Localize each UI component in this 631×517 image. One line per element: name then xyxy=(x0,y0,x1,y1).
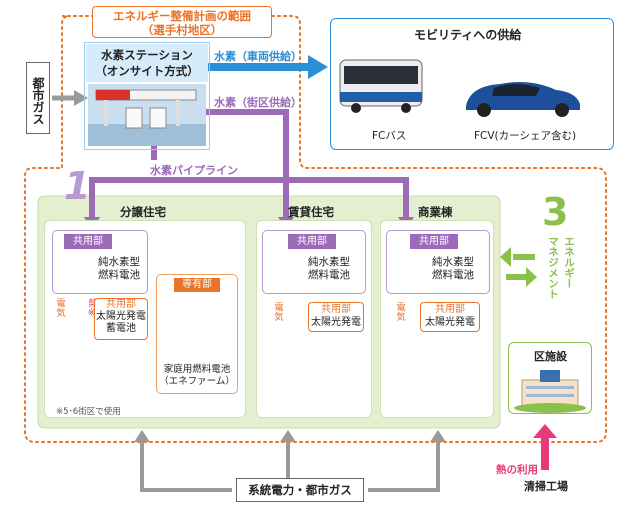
energy-management-line1: エネルギー xyxy=(563,236,575,289)
fuel-cell-line1: 純水素型 xyxy=(308,256,350,268)
rental-common-fuel-cell-box xyxy=(262,230,366,294)
plan-area-title: エネルギー整備計画の範囲 （選手村地区） xyxy=(92,6,272,38)
private-fuel-cell-line2: （エネファーム） xyxy=(159,376,235,387)
private-label: 専有部 xyxy=(174,278,220,292)
solar-label: 太陽光発電 xyxy=(311,317,361,328)
plan-area-boundary xyxy=(24,15,607,443)
hydrogen-station-title-line2: （オンサイト方式） xyxy=(95,64,199,78)
solar-label: 太陽光発電 xyxy=(96,311,146,322)
condo-title: 分譲住宅 xyxy=(120,205,166,219)
plan-area-title-line2: （選手村地区） xyxy=(141,23,223,37)
fuel-cell-text: 純水素型 燃料電池 xyxy=(308,256,350,282)
private-fuel-cell-line1: 家庭用燃料電池 xyxy=(163,364,231,375)
fuel-cell-line2: 燃料電池 xyxy=(432,269,474,281)
rental-solar-box: 共用部 太陽光発電 xyxy=(308,302,364,332)
hydrogen-station-illustration xyxy=(88,84,206,146)
fuel-cell-text: 純水素型 燃料電池 xyxy=(432,256,474,282)
hydrogen-station-box xyxy=(84,42,210,150)
fuel-cell-line1: 純水素型 xyxy=(432,256,474,268)
heat-note-label: 熱※ xyxy=(86,298,97,319)
fuel-cell-line2: 燃料電池 xyxy=(308,269,350,281)
district-facility-box xyxy=(508,342,592,414)
district-facility-label: 区施設 xyxy=(534,350,567,363)
fc-bus-illustration xyxy=(339,59,423,113)
grid-box: 系統電力・都市ガス xyxy=(236,478,364,502)
commercial-common-fuel-cell-box xyxy=(386,230,490,294)
number-3: 3 xyxy=(542,190,569,234)
fc-bus-label: FCバス xyxy=(372,130,407,142)
rental-title: 賃貸住宅 xyxy=(288,205,334,219)
solar-common-label: 共用部 xyxy=(435,304,465,315)
condo-solar-box: 共用部 太陽光発電 蓄電池 xyxy=(94,298,148,340)
fuel-cell-line2: 燃料電池 xyxy=(98,269,140,281)
commercial-solar-box: 共用部 太陽光発電 xyxy=(420,302,480,332)
vehicle-supply-label: 水素（車両供給） xyxy=(214,50,302,63)
heat-use-label: 熱の利用 xyxy=(496,464,538,476)
solar-common-label: 共用部 xyxy=(106,299,136,310)
mobility-box xyxy=(330,18,614,150)
solar-common-label: 共用部 xyxy=(321,304,351,315)
mobility-title: モビリティへの供給 xyxy=(414,28,522,42)
energy-management-line2: マネジメント xyxy=(547,236,559,299)
condo-common-fuel-cell-box xyxy=(52,230,148,294)
pipeline-pipe xyxy=(89,146,409,220)
fuel-cell-line1: 純水素型 xyxy=(98,256,140,268)
solar-label: 太陽光発電 xyxy=(425,317,475,328)
city-gas-label: 都市ガス xyxy=(26,62,50,134)
common-label: 共用部 xyxy=(288,234,336,249)
heat-use-arrow xyxy=(541,436,549,470)
private-box xyxy=(156,274,238,394)
common-label: 共用部 xyxy=(64,234,112,249)
electricity-label: 電気 xyxy=(272,302,283,321)
private-fuel-cell-text: 家庭用燃料電池 （エネファーム） xyxy=(158,364,236,388)
electricity-label: 電気 xyxy=(394,302,405,321)
fuel-cell-text: 純水素型 燃料電池 xyxy=(98,256,140,282)
district-supply-pipe xyxy=(206,109,289,220)
incinerator-label: 清掃工場 xyxy=(524,480,568,493)
footnote: ※5･6街区で使用 xyxy=(56,407,121,417)
energy-management-arrows xyxy=(500,247,537,287)
battery-label: 蓄電池 xyxy=(106,323,136,334)
fcv-label: FCV(カーシェア含む) xyxy=(474,130,577,142)
plan-area-title-line1: エネルギー整備計画の範囲 xyxy=(113,9,251,23)
hydrogen-station-title-line1: 水素ステーション xyxy=(101,48,193,62)
fcv-illustration xyxy=(466,82,580,117)
vehicle-supply-arrow xyxy=(206,63,310,71)
hydrogen-station-title: 水素ステーション （オンサイト方式） xyxy=(86,44,208,82)
electricity-label: 電気 xyxy=(54,298,65,317)
common-label: 共用部 xyxy=(410,234,458,249)
district-supply-label: 水素（街区供給） xyxy=(214,96,302,109)
number-1: 1 xyxy=(64,164,91,208)
pipeline-label: 水素パイプライン xyxy=(150,164,238,177)
commercial-title: 商業棟 xyxy=(418,205,453,219)
district-facility-icon xyxy=(514,370,586,413)
